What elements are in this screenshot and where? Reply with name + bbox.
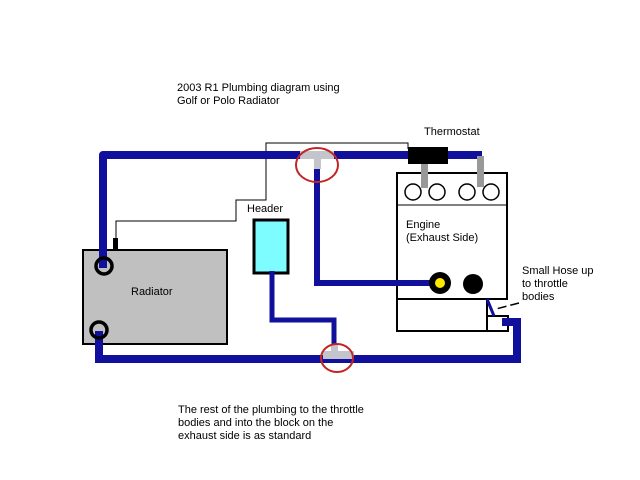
engine-port-circle-2: [428, 183, 446, 201]
bottom-tee-highlight-circle: [320, 343, 354, 373]
radiator-bottom-port: [89, 320, 109, 340]
note-leader-line: [495, 302, 520, 310]
radiator-neck-nipple: [113, 238, 118, 250]
header-label: Header: [247, 203, 284, 215]
small-hose-note: Small Hose up to throttle bodies: [522, 265, 594, 303]
top-tee-highlight-circle: [295, 147, 339, 183]
engine-lower-box: [396, 298, 488, 332]
header-drain-hose: [269, 271, 337, 356]
engine-coolant-port-yellow: [435, 278, 445, 288]
hose-to-engine-pipe: [477, 156, 484, 187]
engine-label: Engine (Exhaust Side): [406, 219, 479, 244]
engine-port-circle-4: [482, 183, 500, 201]
thermostat-to-engine-pipe: [421, 158, 428, 188]
top-hose: [99, 151, 482, 268]
tee-to-engine-hose: [314, 161, 436, 286]
radiator-top-port: [94, 256, 114, 276]
diagram-title: 2003 R1 Plumbing diagram using Golf or P…: [177, 82, 340, 107]
bottom-return-hose: [95, 318, 521, 363]
small-throttle-hose: [485, 298, 496, 317]
engine-port-circle-1: [404, 183, 422, 201]
engine-block-port: [463, 274, 483, 294]
thermostat-body: [408, 147, 448, 164]
radiator-label: Radiator: [131, 286, 173, 298]
header-tank-box: [252, 218, 290, 275]
bleed-line: [115, 142, 409, 250]
thermostat-label: Thermostat: [424, 126, 480, 138]
standard-plumbing-note: The rest of the plumbing to the throttle…: [178, 404, 364, 442]
bottom-tee-stub: [331, 344, 338, 352]
engine-port-circle-3: [458, 183, 476, 201]
top-tee-stub: [314, 159, 321, 169]
top-tee-piece: [300, 151, 334, 159]
bottom-tee-piece: [323, 351, 354, 359]
